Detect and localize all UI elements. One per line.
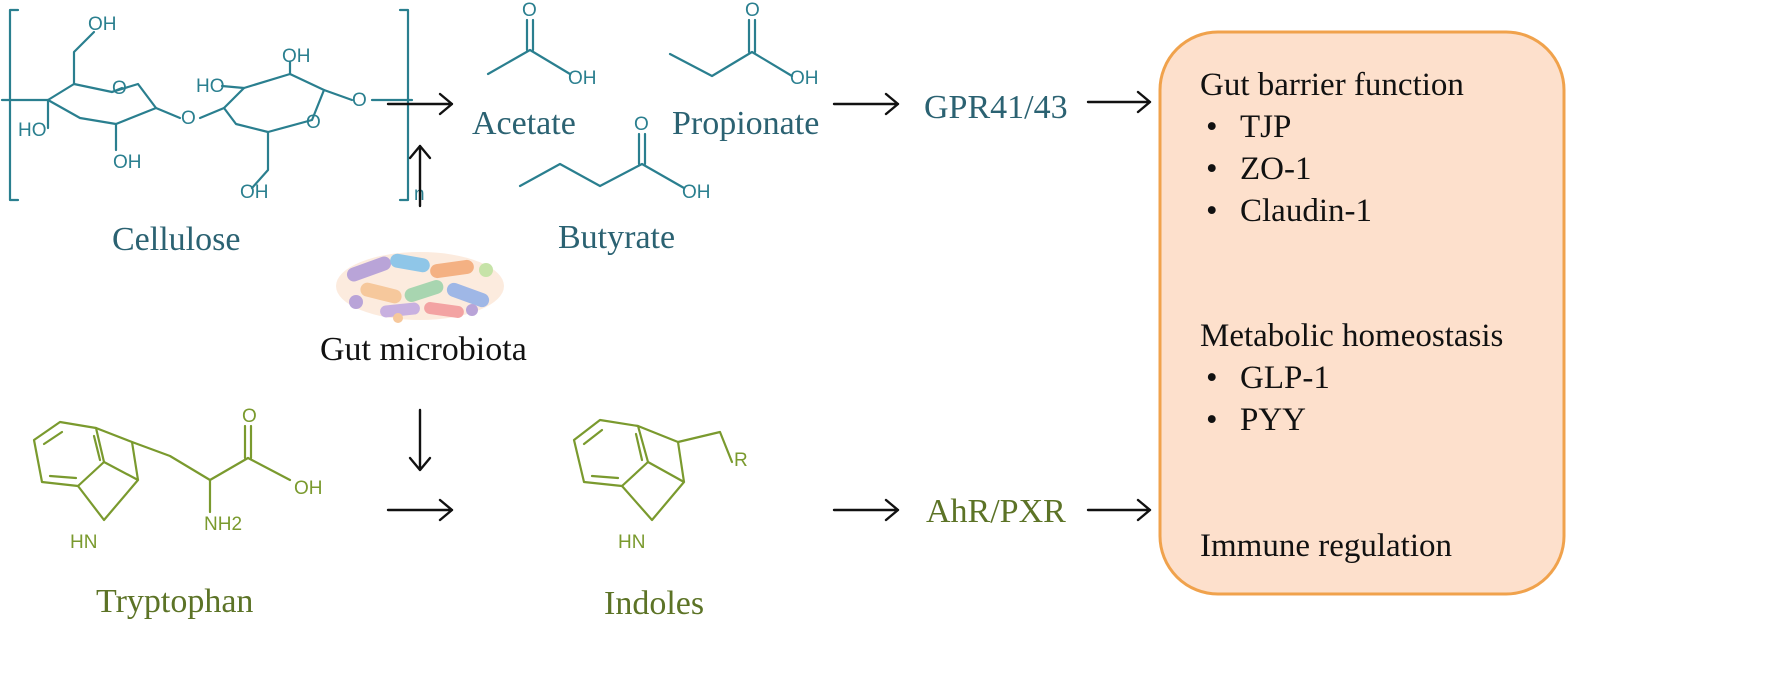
- bacterium: [424, 302, 464, 318]
- ring-1: [46, 82, 158, 126]
- atom-o: O: [634, 114, 649, 135]
- bacterium: [380, 302, 420, 318]
- tryptophan-benzene-double: [42, 430, 102, 480]
- receptor-ahr-pxr: AhR/PXR: [926, 493, 1066, 530]
- item-zo1: ZO-1: [1240, 151, 1311, 187]
- tryptophan-side-chain: [130, 440, 250, 482]
- bullet: •: [1206, 151, 1218, 187]
- acetate-chain: [486, 48, 572, 76]
- atom-o: O: [352, 90, 367, 111]
- ring1-ch2oh: [72, 30, 96, 86]
- atom-o: O: [306, 112, 321, 133]
- arrow-scfa-to-gpr: [832, 92, 900, 116]
- atom-oh: OH: [682, 182, 711, 203]
- tryptophan-structure: O OH NH2 HN: [32, 406, 323, 553]
- receptor-gpr41-43: GPR41/43: [924, 89, 1068, 126]
- arrow-gpr-to-outcomes: [1086, 90, 1152, 114]
- propionate-structure: O OH: [668, 0, 819, 89]
- item-glp1: GLP-1: [1240, 360, 1330, 396]
- indole-r-bond: [676, 430, 734, 464]
- left-bracket: [8, 8, 20, 202]
- atom-r: R: [734, 450, 748, 471]
- bacterium: [466, 304, 478, 316]
- bacterium: [349, 295, 363, 309]
- ring-2: [222, 72, 326, 134]
- tryptophan-label: Tryptophan: [96, 583, 253, 620]
- propionate-label: Propionate: [672, 105, 819, 142]
- link-bond-1: [154, 106, 182, 120]
- atom-oh: OH: [294, 478, 323, 499]
- atom-oh: OH: [88, 14, 117, 35]
- atom-hn: HN: [70, 532, 97, 553]
- section-title-immune: Immune regulation: [1200, 528, 1452, 564]
- section-title-metabolic: Metabolic homeostasis: [1200, 318, 1503, 354]
- microbiota-icon: [336, 252, 504, 323]
- propionate-chain: [668, 50, 794, 78]
- bacterium: [479, 263, 493, 277]
- butyrate-chain: [518, 162, 686, 190]
- indole-pyrrole: [620, 424, 686, 522]
- bacterium: [390, 253, 430, 273]
- atom-oh: OH: [790, 68, 819, 89]
- bullet: •: [1206, 109, 1218, 145]
- indole-benzene: [572, 418, 650, 488]
- bullet: •: [1206, 193, 1218, 229]
- arrow-indoles-to-ahr: [832, 498, 900, 522]
- arrow-cellulose-to-scfa: [386, 92, 454, 116]
- bullet: •: [1206, 402, 1218, 438]
- atom-oh: OH: [113, 152, 142, 173]
- tryptophan-double-bond: [243, 424, 253, 460]
- microbiota-label: Gut microbiota: [320, 331, 527, 368]
- ring2-o-end-bond: [322, 88, 354, 102]
- ring2-ch2oh: [250, 130, 270, 190]
- atom-hn: HN: [618, 532, 645, 553]
- tryptophan-oh-bond: [246, 456, 292, 482]
- atom-ho: HO: [196, 76, 225, 97]
- acetate-label: Acetate: [472, 105, 576, 142]
- cellulose-label: Cellulose: [112, 221, 240, 258]
- bacterium: [404, 279, 444, 303]
- section-title-gut-barrier: Gut barrier function: [1200, 67, 1464, 103]
- atom-o: O: [745, 0, 760, 21]
- arrow-microbiota-down: [408, 408, 432, 472]
- indole-benzene-double: [582, 428, 644, 480]
- atom-ho: HO: [18, 120, 47, 141]
- arrow-ahr-to-outcomes: [1086, 498, 1152, 522]
- indoles-label: Indoles: [604, 585, 704, 622]
- bacterium: [360, 282, 402, 304]
- butyrate-double-bond: [637, 132, 647, 166]
- bacterium: [393, 313, 403, 323]
- indoles-structure: R HN: [572, 418, 748, 553]
- ring2-ho-bond: [220, 84, 246, 90]
- atom-oh: OH: [282, 46, 311, 67]
- bullet: •: [1206, 360, 1218, 396]
- outcomes-box: [1158, 30, 1566, 596]
- atom-o: O: [242, 406, 257, 427]
- acetate-structure: O OH: [486, 0, 597, 89]
- atom-oh: OH: [240, 182, 269, 203]
- tryptophan-pyrrole: [76, 426, 140, 522]
- arrow-tryptophan-to-indoles: [386, 498, 454, 522]
- atom-oh: OH: [568, 68, 597, 89]
- bacterium: [446, 282, 490, 308]
- item-claudin1: Claudin-1: [1240, 193, 1372, 229]
- ring1-o-bond: [110, 86, 124, 94]
- cellulose-structure: n OH O HO OH O OH HO O O OH: [0, 8, 425, 205]
- butyrate-label: Butyrate: [558, 219, 675, 256]
- arrow-microbiota-up: [408, 144, 432, 208]
- atom-o: O: [181, 108, 196, 129]
- atom-o: O: [522, 0, 537, 21]
- bacterium: [346, 256, 392, 282]
- butyrate-structure: O OH: [518, 114, 711, 203]
- propionate-double-bond: [747, 18, 757, 54]
- acetate-double-bond: [525, 18, 535, 52]
- atom-o: O: [112, 78, 127, 99]
- link-bond-2: [198, 106, 226, 120]
- arrows: [386, 90, 1152, 522]
- item-tjp: TJP: [1240, 109, 1291, 145]
- atom-nh2: NH2: [204, 514, 242, 535]
- item-pyy: PYY: [1240, 402, 1306, 438]
- bacterium: [430, 259, 474, 279]
